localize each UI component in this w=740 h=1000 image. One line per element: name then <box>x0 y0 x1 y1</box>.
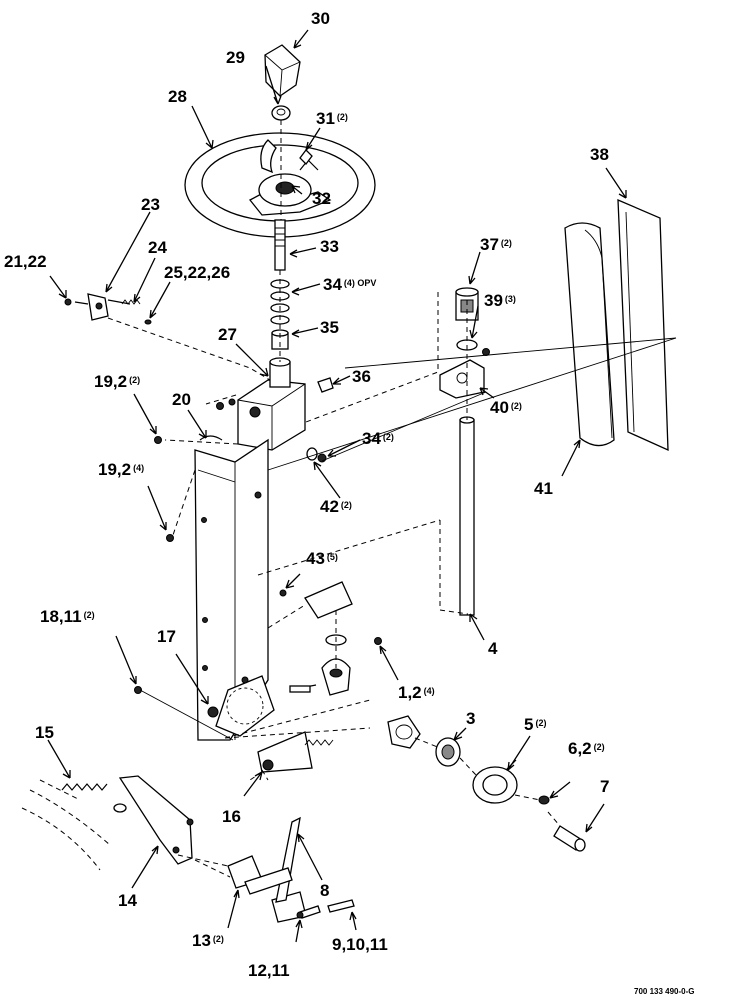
callout-15: 15 <box>35 723 54 742</box>
part-9-12-bolts <box>296 899 355 919</box>
callout-arrows <box>47 29 627 943</box>
callout-41: 41 <box>534 479 553 498</box>
callout-37: 37(2) <box>480 235 512 254</box>
callout-43: 43(5) <box>306 549 338 568</box>
part-29-nut <box>271 105 291 121</box>
callout-32: 32 <box>312 189 331 208</box>
callout-8: 8 <box>320 881 329 900</box>
callout-24: 24 <box>148 238 167 257</box>
callout-38: 38 <box>590 145 609 164</box>
part-19-bolt-upper <box>154 436 162 444</box>
part-19-bolt-lower <box>166 534 174 542</box>
part-8-arm <box>244 816 301 903</box>
callout-13: 13(2) <box>192 931 224 950</box>
part-lower-bearing-assembly <box>289 581 353 696</box>
callout-31: 31(2) <box>316 109 348 128</box>
callout-1-2: 1,2(4) <box>398 683 435 702</box>
callout-28: 28 <box>168 87 187 106</box>
part-20-column-tube <box>194 435 269 741</box>
floor-outline <box>21 779 111 871</box>
callout-14: 14 <box>118 891 137 910</box>
callout-36: 36 <box>352 367 371 386</box>
callout-34-opv: 34(4) OPV <box>323 275 376 294</box>
callout-9-10-11: 9,10,11 <box>332 935 388 954</box>
callout-25-22-26: 25,22,26 <box>164 263 230 282</box>
callout-21-22: 21,22 <box>4 252 47 271</box>
callout-3: 3 <box>466 709 475 728</box>
callout-27: 27 <box>218 325 237 344</box>
part-36-clip <box>317 377 334 393</box>
callout-42: 42(2) <box>320 497 352 516</box>
callout-35: 35 <box>320 318 339 337</box>
part-28-steering-wheel <box>184 132 376 238</box>
callout-19-2-upper: 19,2(2) <box>94 372 140 391</box>
part-17-pivot-plate <box>207 675 275 737</box>
part-25-bolt <box>144 319 152 325</box>
callout-33: 33 <box>320 237 339 256</box>
part-40-bracket <box>439 359 485 399</box>
part-43-bolt <box>279 589 287 597</box>
callout-39: 39(3) <box>484 291 516 310</box>
callout-23: 23 <box>141 195 160 214</box>
drawing-code: 700 133 490-0-G <box>634 987 695 996</box>
part-3-bushing <box>435 737 461 767</box>
callout-labels: 30 29 28 31(2) 32 23 21,22 24 25,22,26 3… <box>4 9 695 996</box>
part-15-spring <box>61 783 108 791</box>
callout-7: 7 <box>600 777 609 796</box>
part-38-shield <box>617 198 669 452</box>
callout-18-11: 18,11(2) <box>40 607 95 626</box>
part-4-lower-shaft <box>459 416 475 616</box>
callout-12-11: 12,11 <box>248 961 290 980</box>
part-7-pin <box>553 825 586 852</box>
part-18-nut <box>134 686 142 694</box>
callout-29: 29 <box>226 48 245 67</box>
callout-40: 40(2) <box>490 398 522 417</box>
callout-5: 5(2) <box>524 715 546 734</box>
part-16-bracket <box>257 731 334 773</box>
callout-19-2-lower: 19,2(4) <box>98 460 144 479</box>
part-6-nut <box>538 795 550 805</box>
part-column-bolts-2 <box>228 398 236 406</box>
part-27-column-head <box>237 357 306 451</box>
callout-17: 17 <box>157 627 176 646</box>
callout-34-lower: 34(2) <box>362 429 394 448</box>
part-column-bolts <box>216 402 224 410</box>
part-33-steering-shaft <box>274 219 286 271</box>
callout-16: 16 <box>222 807 241 826</box>
callout-4: 4 <box>488 639 498 658</box>
part-37-u-joint <box>455 287 479 321</box>
callout-30: 30 <box>311 9 330 28</box>
part-42-washer <box>306 447 318 461</box>
part-40-bolt <box>482 348 490 356</box>
part-14-pedal-arm <box>113 775 194 865</box>
part-30-knob-cap <box>264 44 301 97</box>
solid-leader-lines <box>139 337 677 741</box>
part-5-flange-bearing <box>472 759 518 804</box>
part-1-bolt <box>374 637 382 645</box>
part-flange <box>387 715 421 749</box>
callout-20: 20 <box>172 390 191 409</box>
part-21-nut <box>64 298 72 306</box>
part-41-cover <box>564 222 615 447</box>
callout-6-2: 6,2(2) <box>568 739 605 758</box>
part-23-linkage <box>74 293 131 321</box>
